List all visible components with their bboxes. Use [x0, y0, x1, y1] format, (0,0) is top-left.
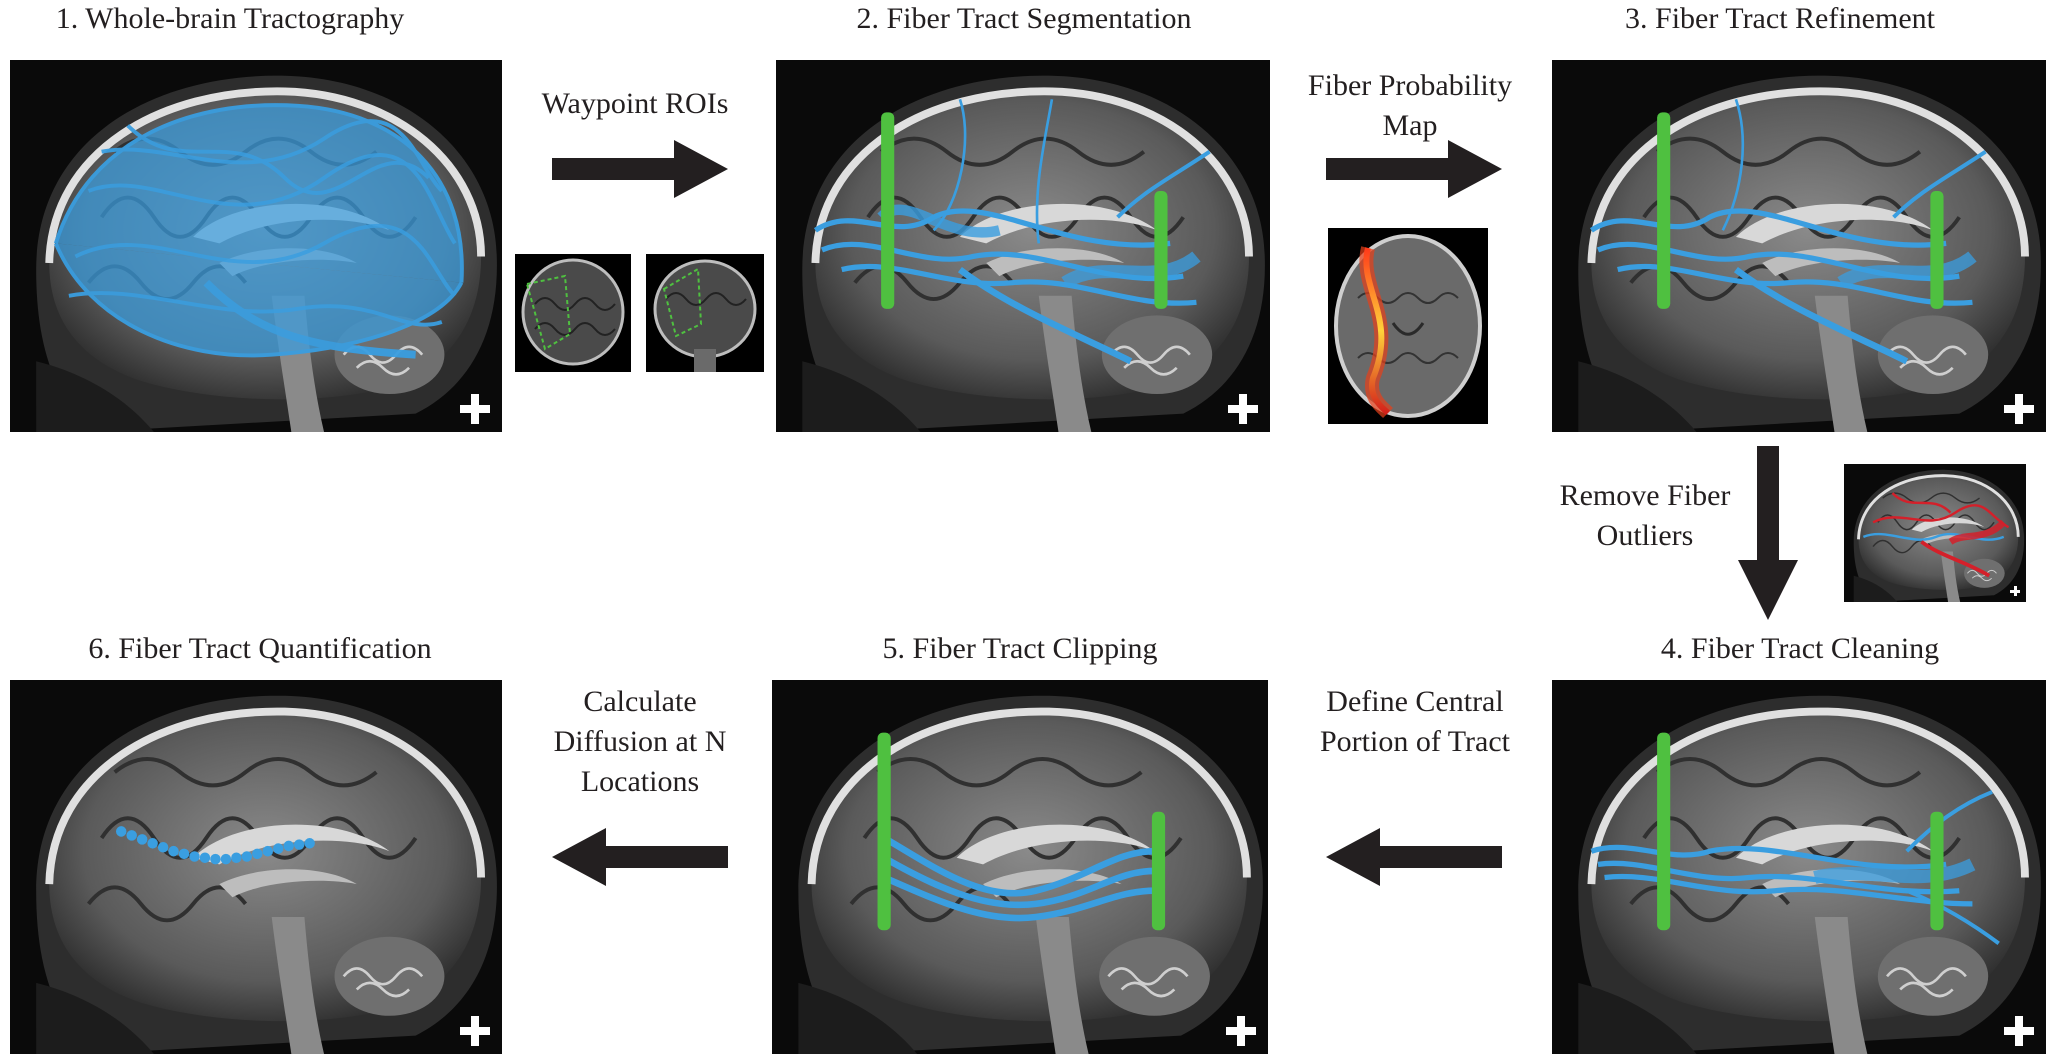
plus-icon [460, 394, 490, 424]
label-fiber-probability-map-line2: Map [1382, 109, 1438, 142]
arrow-right-icon [1326, 140, 1502, 198]
fiber-probability-map-inset [1328, 228, 1488, 424]
fiber-outliers-inset [1844, 464, 2026, 602]
step-1-title: 1. Whole-brain Tractography [55, 2, 405, 35]
roi-waypoint-1 [877, 732, 891, 931]
step-5-title: 5. Fiber Tract Clipping [882, 632, 1158, 665]
step-2-title: 2. Fiber Tract Segmentation [856, 2, 1192, 35]
cleaned-fibers [1590, 790, 2000, 945]
panel-fiber-tract-cleaning [1552, 680, 2046, 1054]
roi-waypoint-2 [1154, 190, 1168, 309]
label-remove-fiber-outliers-line2: Outliers [1596, 519, 1694, 552]
roi-waypoint-2 [1930, 811, 1944, 931]
label-define-central-portion-line1: Define Central [1326, 685, 1504, 718]
panel-fiber-tract-refinement [1552, 60, 2046, 432]
step-4-title: 4. Fiber Tract Cleaning [1660, 632, 1940, 665]
roi-waypoint-2 [1151, 811, 1166, 931]
coronal-roi-inset-2 [646, 254, 764, 372]
panel-fiber-tract-segmentation [776, 60, 1270, 432]
arrow-left-icon [1326, 828, 1502, 886]
label-fiber-probability-map-line1: Fiber Probability [1307, 69, 1513, 102]
plus-icon [2004, 1016, 2034, 1046]
label-calculate-diffusion-line3: Locations [580, 765, 700, 798]
sample-points [115, 826, 315, 865]
step-6-title: 6. Fiber Tract Quantification [88, 632, 432, 665]
arrow-down-icon [1738, 446, 1798, 620]
step-3-title: 3. Fiber Tract Refinement [1625, 2, 1935, 35]
clipped-fibers [882, 835, 1155, 922]
refined-fibers [1589, 98, 1987, 365]
label-waypoint-rois: Waypoint ROIs [510, 84, 760, 124]
panel-fiber-tract-quantification [10, 680, 502, 1054]
whole-brain-fibers [53, 103, 464, 359]
roi-waypoint-2 [1930, 190, 1944, 309]
label-calculate-diffusion-line1: Calculate [583, 685, 697, 718]
arrow-right-icon [552, 140, 728, 198]
plus-icon [2004, 394, 2034, 424]
label-remove-fiber-outliers-line1: Remove Fiber [1559, 479, 1731, 512]
plus-icon [2010, 586, 2020, 596]
label-calculate-diffusion: Calculate Diffusion at N Locations [540, 682, 740, 802]
label-define-central-portion-line2: Portion of Tract [1319, 725, 1511, 758]
label-waypoint-rois-line1: Waypoint ROIs [541, 87, 729, 120]
panel-fiber-tract-clipping [772, 680, 1268, 1054]
label-fiber-probability-map: Fiber Probability Map [1280, 66, 1540, 146]
label-calculate-diffusion-line2: Diffusion at N [553, 725, 727, 758]
plus-icon [460, 1016, 490, 1046]
label-define-central-portion: Define Central Portion of Tract [1290, 682, 1540, 762]
panel-whole-brain-tractography [10, 60, 502, 432]
plus-icon [1226, 1016, 1256, 1046]
roi-waypoint-1 [1657, 732, 1671, 931]
label-remove-fiber-outliers: Remove Fiber Outliers [1530, 476, 1760, 556]
plus-icon [1228, 394, 1258, 424]
roi-waypoint-1 [881, 112, 895, 309]
roi-waypoint-1 [1657, 112, 1671, 309]
arrow-left-icon [552, 828, 728, 886]
coronal-roi-inset-1 [515, 254, 631, 372]
